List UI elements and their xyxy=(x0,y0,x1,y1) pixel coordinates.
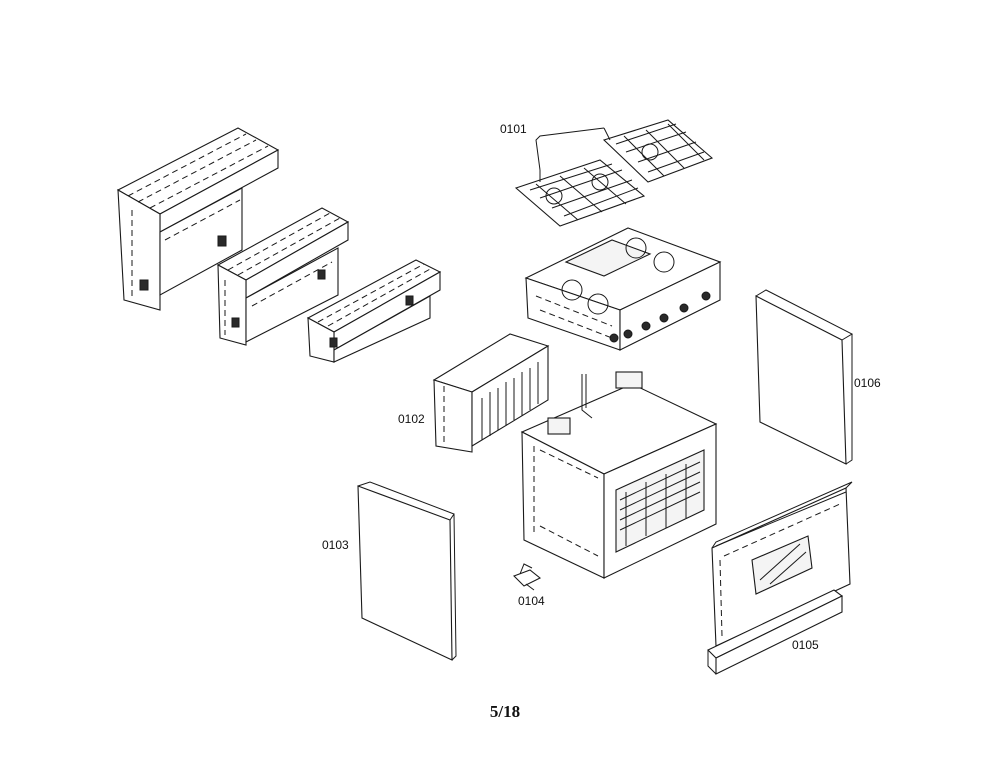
backguard-large xyxy=(116,127,280,311)
label-0101: 0101 xyxy=(500,122,527,136)
label-0102: 0102 xyxy=(398,412,425,426)
oven-door xyxy=(711,481,853,647)
kick-panel xyxy=(707,589,844,675)
burner-grate-right xyxy=(602,119,714,183)
backguard-medium xyxy=(216,207,350,346)
rear-vent-panel xyxy=(432,333,550,453)
leader-0101 xyxy=(535,127,611,182)
burner-grate-left xyxy=(514,159,646,227)
backguard-small xyxy=(306,259,442,363)
label-0104: 0104 xyxy=(518,594,545,608)
label-0103: 0103 xyxy=(322,538,349,552)
label-0106: 0106 xyxy=(854,376,881,390)
oven-body xyxy=(520,371,718,579)
rangetop-cooktop xyxy=(524,227,722,351)
left-side-panel xyxy=(357,481,457,661)
right-side-panel xyxy=(755,289,854,465)
page-number: 5/18 xyxy=(489,702,521,721)
small-bracket xyxy=(513,563,542,591)
label-0105: 0105 xyxy=(792,638,819,652)
